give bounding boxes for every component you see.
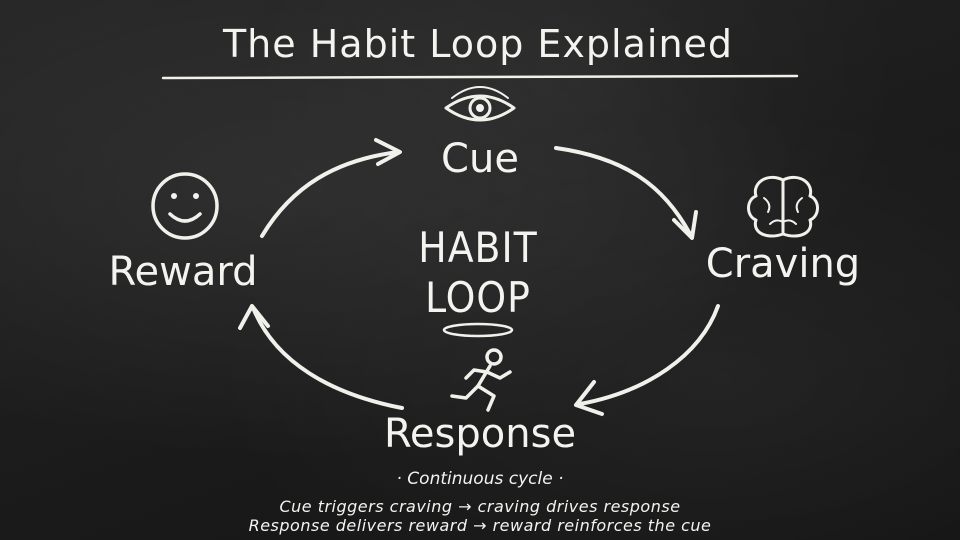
- center-label-habit: HABIT: [418, 223, 537, 272]
- footer-line-1: Cue triggers craving → craving drives re…: [279, 497, 680, 516]
- node-reward: Reward: [109, 249, 258, 295]
- node-cue: Cue: [441, 136, 519, 182]
- center-label-loop: LOOP: [425, 273, 531, 322]
- node-response: Response: [384, 411, 576, 457]
- title-underline: [161, 74, 799, 80]
- footer-line-2: Response delivers reward → reward reinfo…: [249, 516, 712, 535]
- arrow-response-to-reward: [238, 304, 404, 410]
- diagram-title: The Habit Loop Explained: [222, 22, 733, 66]
- brain-icon: [747, 175, 819, 238]
- center-underline-ring: [442, 322, 514, 338]
- arrow-craving-to-response: [574, 304, 720, 416]
- footer-heading: · Continuous cycle ·: [397, 469, 564, 489]
- arrow-reward-to-cue: [260, 138, 402, 238]
- running-person-icon: [450, 348, 512, 412]
- smiley-face-icon: [151, 172, 219, 240]
- arrow-cue-to-craving: [554, 146, 698, 240]
- eye-icon: [444, 86, 516, 122]
- node-craving: Craving: [706, 241, 860, 287]
